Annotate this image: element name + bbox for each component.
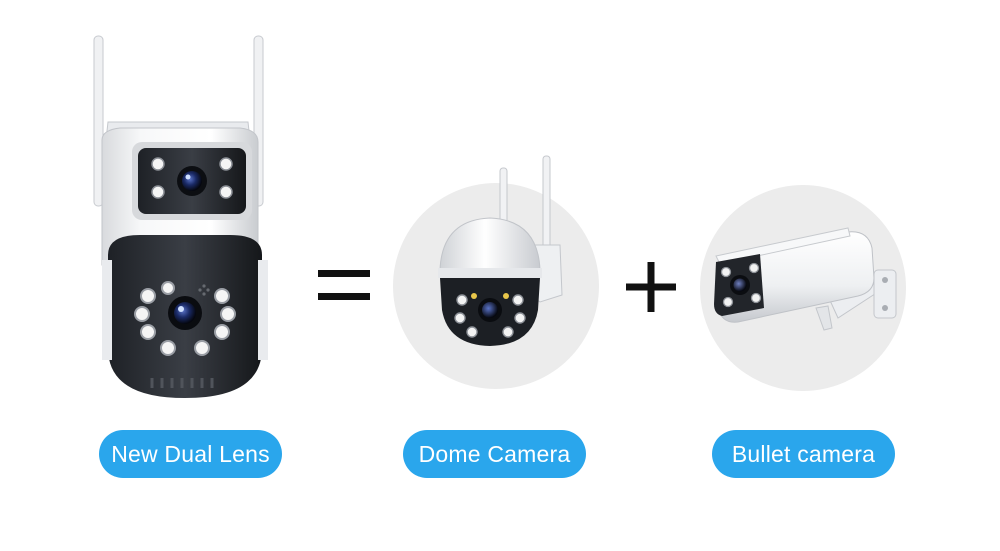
plus-icon	[626, 262, 676, 312]
bullet-camera-label: Bullet camera	[712, 430, 895, 478]
new-dual-lens-label: New Dual Lens	[99, 430, 282, 478]
dome-camera-label: Dome Camera	[403, 430, 586, 478]
equals-icon	[318, 268, 370, 304]
dual-lens-camera-image	[80, 30, 290, 410]
bullet-camera-image	[708, 218, 908, 348]
dome-camera-image	[420, 150, 580, 365]
